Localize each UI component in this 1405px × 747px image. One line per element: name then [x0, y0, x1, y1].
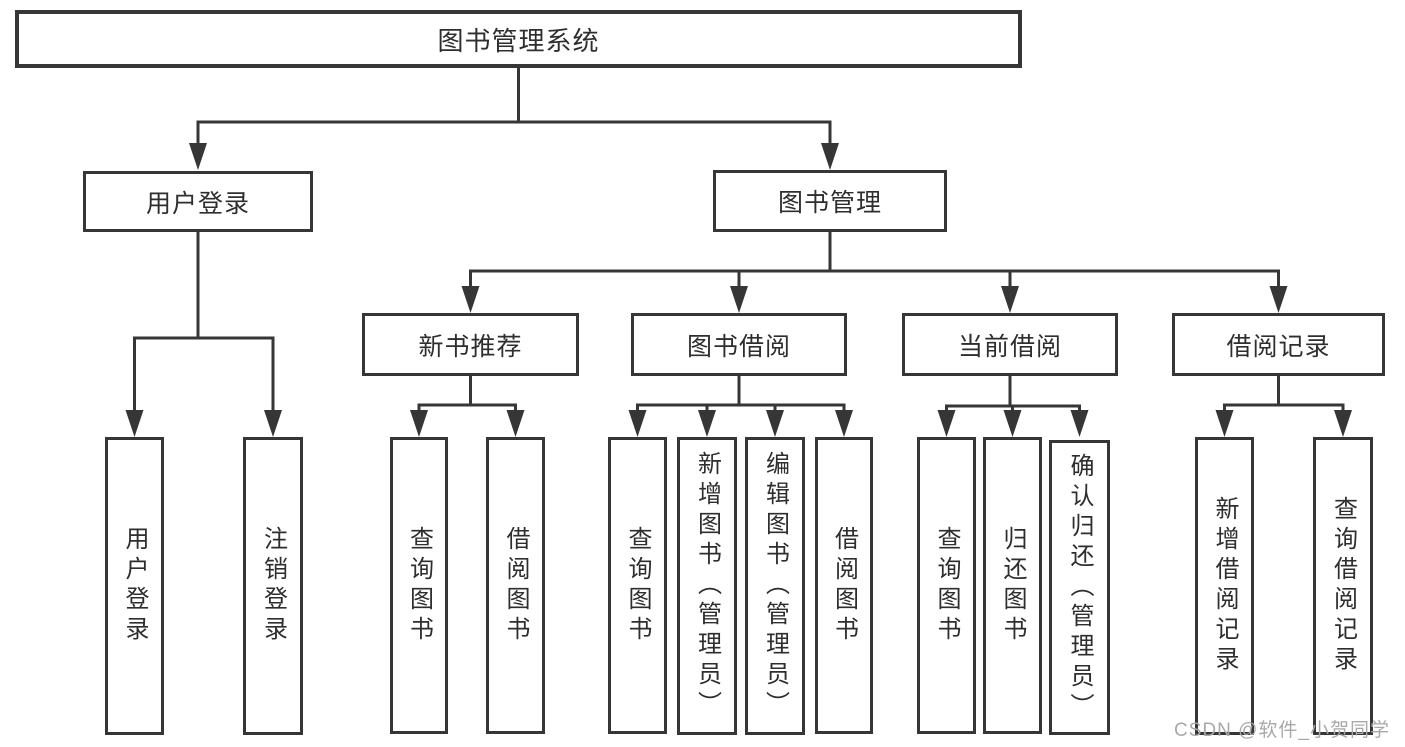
node-label-borrowing-records: 借阅记录 — [1226, 332, 1331, 361]
node-label-logout-action: 注销登录 — [259, 526, 287, 646]
node-label-book-management: 图书管理 — [777, 189, 882, 217]
arrowhead — [1001, 286, 1019, 313]
node-add-borrowing-record: 新增借阅记录 — [1195, 437, 1254, 735]
arrowhead — [1215, 410, 1234, 437]
node-add-books-admin: 新增图书（管理员） — [677, 437, 737, 735]
node-query-books-recommend: 查询图书 — [390, 437, 448, 734]
node-label-borrow-books-borrowing: 借阅图书 — [830, 525, 858, 646]
node-book-borrowing: 图书借阅 — [631, 313, 847, 376]
connector-book-management-children — [461, 229, 1288, 313]
node-borrowing-records: 借阅记录 — [1172, 313, 1385, 376]
arrowhead — [264, 410, 282, 437]
arrowhead — [698, 410, 716, 437]
connector-borrowing-records-children — [1215, 373, 1352, 437]
connector-system-to-level2 — [189, 65, 839, 170]
node-label-add-borrowing-record: 新增借阅记录 — [1211, 496, 1238, 676]
node-label-user-login-action: 用户登录 — [121, 526, 148, 646]
connector-book-borrowing-children — [628, 373, 853, 437]
arrowhead — [730, 286, 748, 313]
node-logout-action: 注销登录 — [243, 437, 303, 735]
node-book-management: 图书管理 — [713, 170, 947, 232]
node-new-book-recommendation: 新书推荐 — [362, 313, 579, 376]
node-confirm-return-admin: 确认归还（管理员） — [1049, 440, 1110, 735]
node-label-library-management-system: 图书管理系统 — [437, 25, 600, 56]
arrowhead — [1070, 410, 1089, 437]
node-user-login-action: 用户登录 — [105, 437, 164, 735]
node-label-new-book-recommendation: 新书推荐 — [418, 332, 523, 361]
arrowhead — [628, 410, 647, 437]
arrowhead — [410, 410, 428, 437]
arrowhead — [125, 410, 144, 437]
node-label-user-login: 用户登录 — [145, 189, 250, 218]
arrowhead — [835, 410, 853, 437]
arrowhead — [1334, 410, 1352, 437]
connector-current-borrowing-children — [937, 373, 1089, 437]
watermark: CSDN @软件_小贺同学 — [1174, 720, 1390, 741]
arrowhead — [189, 143, 207, 170]
arrowhead — [1003, 410, 1022, 437]
node-current-borrowing: 当前借阅 — [902, 313, 1118, 376]
node-label-book-borrowing: 图书借阅 — [686, 332, 791, 361]
connector-user-login-children — [125, 229, 282, 437]
node-user-login: 用户登录 — [83, 171, 313, 232]
node-label-borrow-books-recommend: 借阅图书 — [502, 525, 529, 646]
node-borrow-books-recommend: 借阅图书 — [486, 437, 545, 734]
node-label-edit-books-admin: 编辑图书（管理员） — [761, 451, 789, 721]
arrowhead — [506, 410, 525, 437]
node-label-confirm-return-admin: 确认归还（管理员） — [1066, 452, 1093, 723]
arrowhead — [1269, 286, 1288, 313]
arrowhead — [821, 143, 839, 170]
node-label-query-borrowing-record: 查询借阅记录 — [1329, 496, 1357, 676]
node-borrow-books-borrowing: 借阅图书 — [815, 437, 873, 734]
connector-new-book-children — [410, 373, 525, 437]
node-return-books: 归还图书 — [983, 437, 1042, 734]
arrowhead — [766, 410, 784, 437]
node-library-management-system: 图书管理系统 — [15, 10, 1022, 68]
node-label-query-books-borrowing: 查询图书 — [624, 525, 651, 646]
node-query-borrowing-record: 查询借阅记录 — [1313, 437, 1373, 735]
arrowhead — [461, 286, 480, 313]
node-query-books-borrowing: 查询图书 — [608, 437, 667, 734]
node-label-return-books: 归还图书 — [999, 525, 1026, 646]
node-query-books-current: 查询图书 — [917, 437, 976, 734]
node-label-query-books-recommend: 查询图书 — [405, 525, 433, 646]
node-label-query-books-current: 查询图书 — [933, 525, 960, 646]
node-label-add-books-admin: 新增图书（管理员） — [693, 451, 721, 721]
node-label-current-borrowing: 当前借阅 — [957, 332, 1062, 361]
arrowhead — [937, 410, 956, 437]
node-edit-books-admin: 编辑图书（管理员） — [745, 437, 805, 735]
